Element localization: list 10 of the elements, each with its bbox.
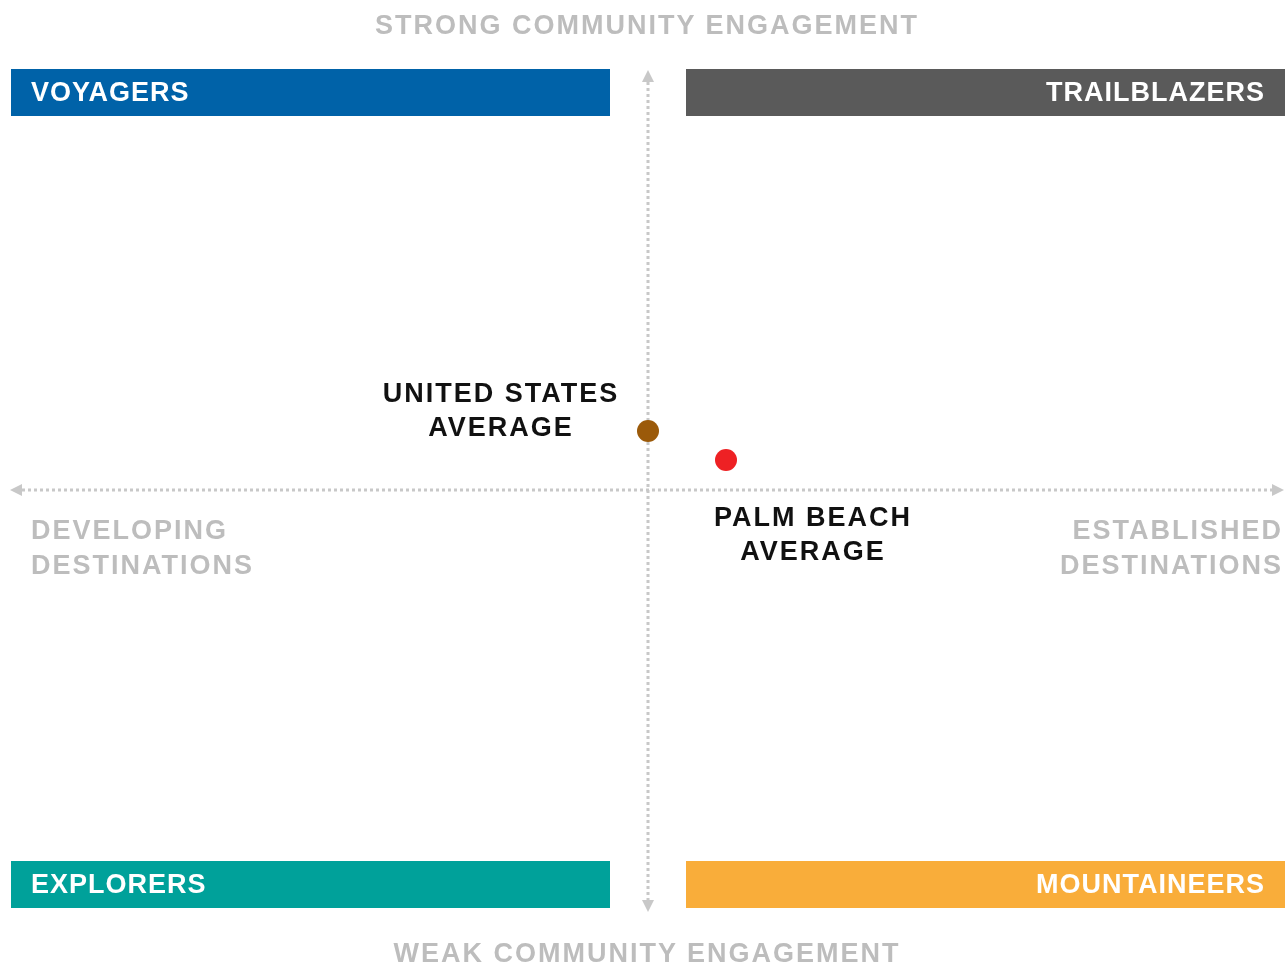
axis-label: DEVELOPING DESTINATIONS — [31, 514, 255, 582]
quadrant-banner: VOYAGERS — [11, 69, 610, 116]
quadrant-banner: EXPLORERS — [11, 861, 610, 908]
axis-label: WEAK COMMUNITY ENGAGEMENT — [392, 937, 902, 969]
axis-label: ESTABLISHED DESTINATIONS — [1059, 514, 1283, 582]
point-label: UNITED STATES AVERAGE — [381, 377, 621, 444]
quadrant-banner: MOUNTAINEERS — [686, 861, 1285, 908]
axis-label: STRONG COMMUNITY ENGAGEMENT — [374, 9, 920, 42]
point-label: PALM BEACH AVERAGE — [713, 501, 913, 568]
quadrant-banner: TRAILBLAZERS — [686, 69, 1285, 116]
